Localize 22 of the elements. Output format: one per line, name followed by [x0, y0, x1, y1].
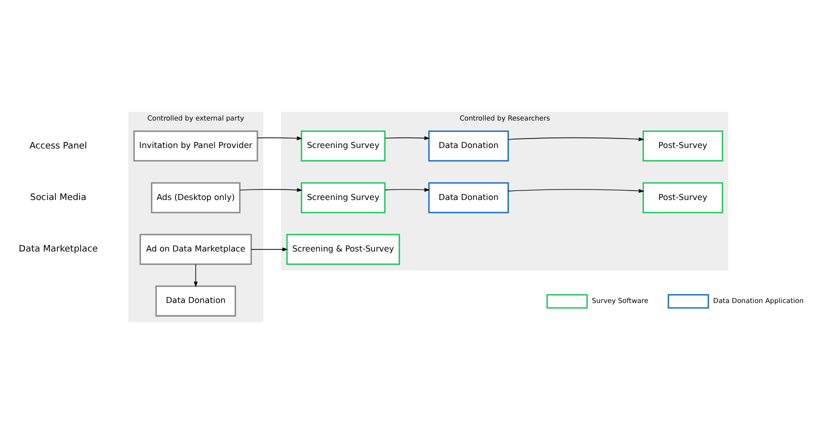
- arrow: [384, 136, 430, 140]
- arrow: [257, 136, 302, 140]
- node-box: Invitation by Panel Provider: [133, 130, 258, 162]
- node-box: Screening & Post-Survey: [286, 233, 400, 264]
- arrow: [508, 188, 644, 192]
- node-box: Data Donation: [428, 130, 509, 162]
- node-box: Post-Survey: [642, 182, 724, 213]
- arrow: [194, 263, 198, 287]
- label: Data Marketplace: [18, 244, 98, 254]
- label: Access Panel: [29, 140, 88, 151]
- node-box: Ad on Data Marketplace: [140, 233, 252, 264]
- node-box: Screening Survey: [300, 130, 386, 162]
- arrow: [384, 187, 430, 192]
- arrow: [508, 136, 644, 141]
- arrow: [240, 188, 303, 192]
- arrow: [250, 246, 288, 251]
- node-box: Ads (Desktop only): [150, 182, 240, 213]
- node-box: Data Donation: [155, 285, 236, 316]
- node-box: Data Donation: [428, 182, 509, 213]
- node-box: Screening Survey: [300, 182, 386, 213]
- label: Social Media: [30, 192, 86, 203]
- node-box: Post-Survey: [642, 130, 724, 162]
